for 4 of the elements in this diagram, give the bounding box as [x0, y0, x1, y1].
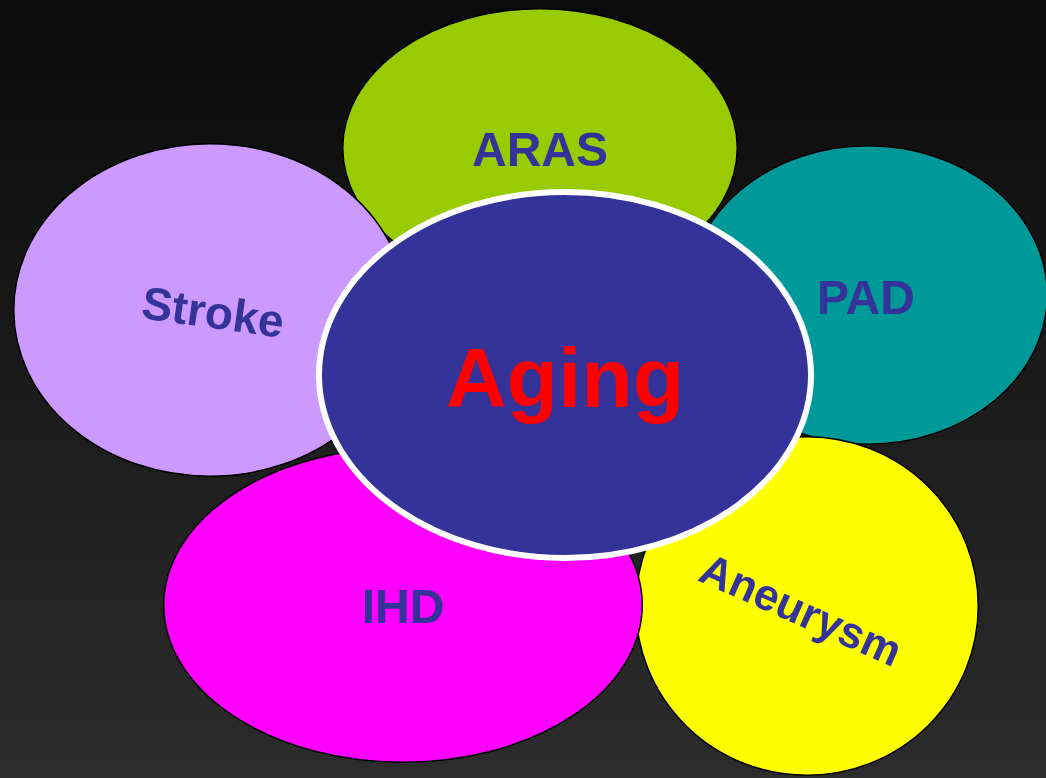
- node-label: ARAS: [472, 126, 608, 174]
- node-label: Stroke: [138, 279, 288, 345]
- node-label: PAD: [817, 274, 915, 322]
- node-label: IHD: [361, 583, 445, 631]
